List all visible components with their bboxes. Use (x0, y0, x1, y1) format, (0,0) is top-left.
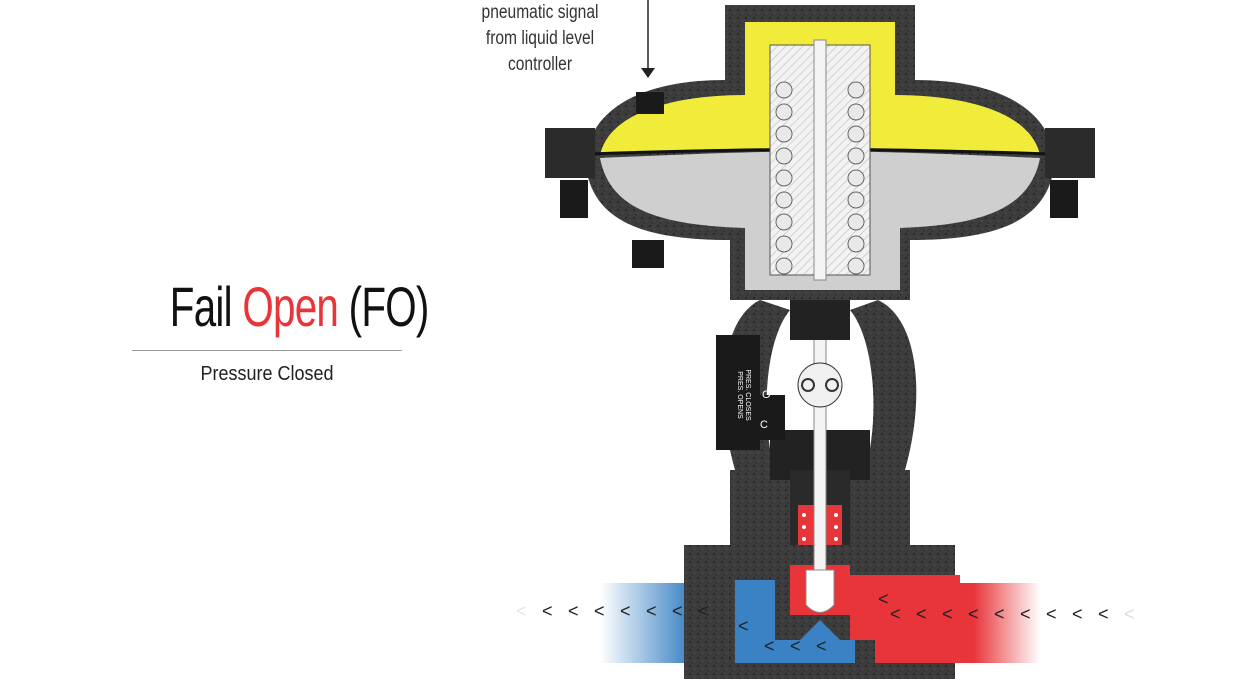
svg-text:<: < (790, 636, 801, 656)
svg-text:<: < (816, 636, 827, 656)
svg-text:<: < (916, 604, 927, 624)
svg-text:<: < (1098, 604, 1109, 624)
valve-plug (805, 569, 835, 613)
signal-label-line1: pneumatic signal (481, 2, 599, 23)
svg-text:<: < (1020, 604, 1031, 624)
travel-indicator (716, 335, 785, 450)
svg-text:<: < (994, 604, 1005, 624)
svg-text:<: < (646, 601, 657, 621)
indicator-label-closes: PRES. CLOSES (744, 369, 751, 421)
page-subtitle: Pressure Closed (200, 363, 334, 385)
svg-text:<: < (542, 601, 553, 621)
spring (775, 81, 865, 275)
title-block: Fail Open (FO) Pressure Closed (132, 272, 430, 386)
svg-text:<: < (890, 604, 901, 624)
signal-port (636, 92, 664, 114)
svg-text:<: < (764, 636, 775, 656)
svg-text:<: < (698, 601, 709, 621)
signal-label-line2: from liquid level controller (485, 28, 595, 75)
indicator-mark-open: O (762, 389, 771, 401)
svg-text:<: < (516, 601, 527, 621)
svg-text:<: < (594, 601, 605, 621)
svg-text:<: < (1072, 604, 1083, 624)
svg-text:<: < (878, 589, 889, 609)
svg-text:<: < (942, 604, 953, 624)
page-title: Fail Open (FO) (169, 272, 430, 342)
title-abbreviation: (FO) (338, 275, 430, 338)
signal-label: pneumatic signal from liquid level contr… (458, 0, 622, 78)
svg-text:<: < (672, 601, 683, 621)
indicator-mark-closed: C (760, 419, 768, 431)
title-prefix: Fail (169, 275, 243, 338)
svg-text:<: < (1124, 604, 1135, 624)
svg-text:<: < (620, 601, 631, 621)
title-divider (132, 350, 402, 351)
svg-text:<: < (968, 604, 979, 624)
svg-text:<: < (568, 601, 579, 621)
svg-text:<: < (1046, 604, 1057, 624)
indicator-label-opens: PRES. OPENS (736, 371, 743, 419)
flow-direction-arrows: < < < < < < < < < < < < < < < < < < < < … (516, 589, 1135, 656)
title-accent: Open (242, 275, 339, 338)
svg-text:<: < (738, 616, 749, 636)
